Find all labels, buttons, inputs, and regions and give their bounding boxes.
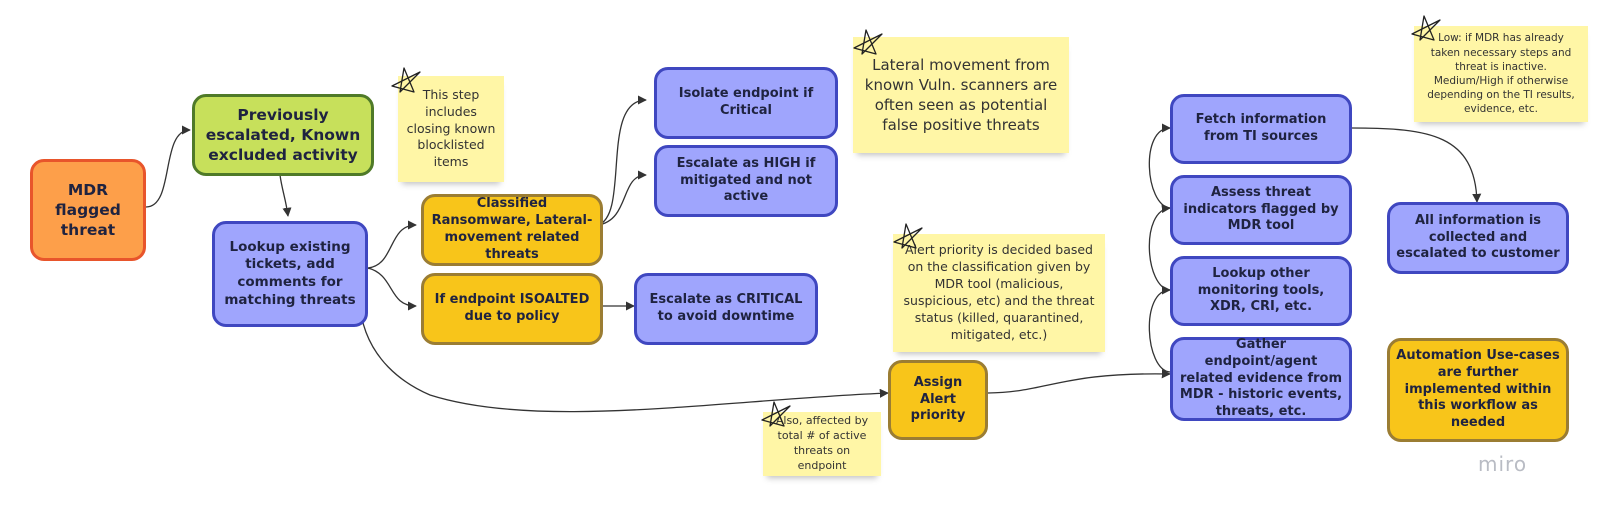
star-icon <box>1411 15 1441 41</box>
edge-assess-to-fetch <box>1148 123 1171 209</box>
edge-lookup-to-classified <box>367 220 417 269</box>
node-isolate-endpoint[interactable]: Isolate endpoint if Critical <box>654 67 838 139</box>
node-label: Previously escalated, Known excluded act… <box>205 105 361 165</box>
node-label: Automation Use-cases are further impleme… <box>1396 347 1560 431</box>
edge-priority-to-gather <box>987 369 1171 394</box>
star-icon <box>391 67 421 93</box>
node-assign-alert-priority[interactable]: Assign Alert priority <box>888 360 988 440</box>
node-all-information-collected[interactable]: All information is collected and escalat… <box>1387 202 1569 274</box>
node-assess-threat-indicators[interactable]: Assess threat indicators flagged by MDR … <box>1170 175 1352 245</box>
star-icon <box>761 401 791 427</box>
edge-classified-to-escalate-high <box>597 170 647 226</box>
note-text: Also, affected by total # of active thre… <box>775 414 869 472</box>
node-label: Assess threat indicators flagged by MDR … <box>1183 184 1339 234</box>
node-classified-ransomware[interactable]: Classified Ransomware, Lateral-movement … <box>421 194 603 266</box>
sticky-note-lateral-movement[interactable]: Lateral movement from known Vuln. scanne… <box>853 37 1069 153</box>
node-endpoint-isolated[interactable]: If endpoint ISOALTED due to policy <box>421 273 603 345</box>
node-label: If endpoint ISOALTED due to policy <box>434 292 590 324</box>
node-gather-evidence[interactable]: Gather endpoint/agent related evidence f… <box>1170 337 1352 421</box>
sticky-note-blocklisted[interactable]: This step includes closing known blockli… <box>398 76 504 182</box>
node-label: Lookup existing tickets, add comments fo… <box>224 238 356 308</box>
node-escalate-critical[interactable]: Escalate as CRITICAL to avoid downtime <box>634 273 818 345</box>
edge-classified-to-isolate <box>597 95 647 226</box>
node-label: Classified Ransomware, Lateral-movement … <box>431 196 593 262</box>
node-label: Assign Alert priority <box>910 374 966 424</box>
node-escalate-high[interactable]: Escalate as HIGH if mitigated and not ac… <box>654 145 838 217</box>
note-text: Low: if MDR has already taken necessary … <box>1427 32 1575 116</box>
sticky-note-alert-priority[interactable]: Alert priority is decided based on the c… <box>893 234 1105 352</box>
node-lookup-existing-tickets[interactable]: Lookup existing tickets, add comments fo… <box>212 221 368 327</box>
node-label: Isolate endpoint if Critical <box>678 86 814 118</box>
node-automation-use-cases[interactable]: Automation Use-cases are further impleme… <box>1387 338 1569 442</box>
edge-fetch-to-collected <box>1351 127 1482 203</box>
node-label: Lookup other monitoring tools, XDR, CRI,… <box>1197 265 1325 315</box>
node-label: Escalate as HIGH if mitigated and not ac… <box>676 155 816 205</box>
node-mdr-flagged-threat[interactable]: MDR flagged threat <box>30 159 146 261</box>
node-label: MDR flagged threat <box>55 180 121 240</box>
node-lookup-monitoring-tools[interactable]: Lookup other monitoring tools, XDR, CRI,… <box>1170 256 1352 326</box>
note-text: Lateral movement from known Vuln. scanne… <box>864 55 1058 135</box>
star-icon <box>893 223 923 249</box>
note-text: This step includes closing known blockli… <box>406 86 496 170</box>
node-fetch-ti-sources[interactable]: Fetch information from TI sources <box>1170 94 1352 164</box>
sticky-note-low-medium-high[interactable]: Low: if MDR has already taken necessary … <box>1414 26 1588 122</box>
star-icon <box>853 29 883 55</box>
node-label: All information is collected and escalat… <box>1396 212 1560 262</box>
node-label: Fetch information from TI sources <box>1195 112 1327 144</box>
edge-lookup-monitoring-to-assess <box>1148 204 1171 291</box>
node-label: Escalate as CRITICAL to avoid downtime <box>649 292 803 324</box>
miro-logo: miro <box>1478 452 1528 476</box>
edge-gather-to-lookup-monitoring <box>1148 285 1171 373</box>
edge-escalated-to-lookup <box>279 174 292 217</box>
edge-lookup-to-isolated <box>367 267 417 311</box>
note-text: Alert priority is decided based on the c… <box>903 242 1095 342</box>
node-previously-escalated[interactable]: Previously escalated, Known excluded act… <box>192 94 374 176</box>
edge-flagged-to-escalated <box>145 125 191 208</box>
node-label: Gather endpoint/agent related evidence f… <box>1179 336 1343 420</box>
